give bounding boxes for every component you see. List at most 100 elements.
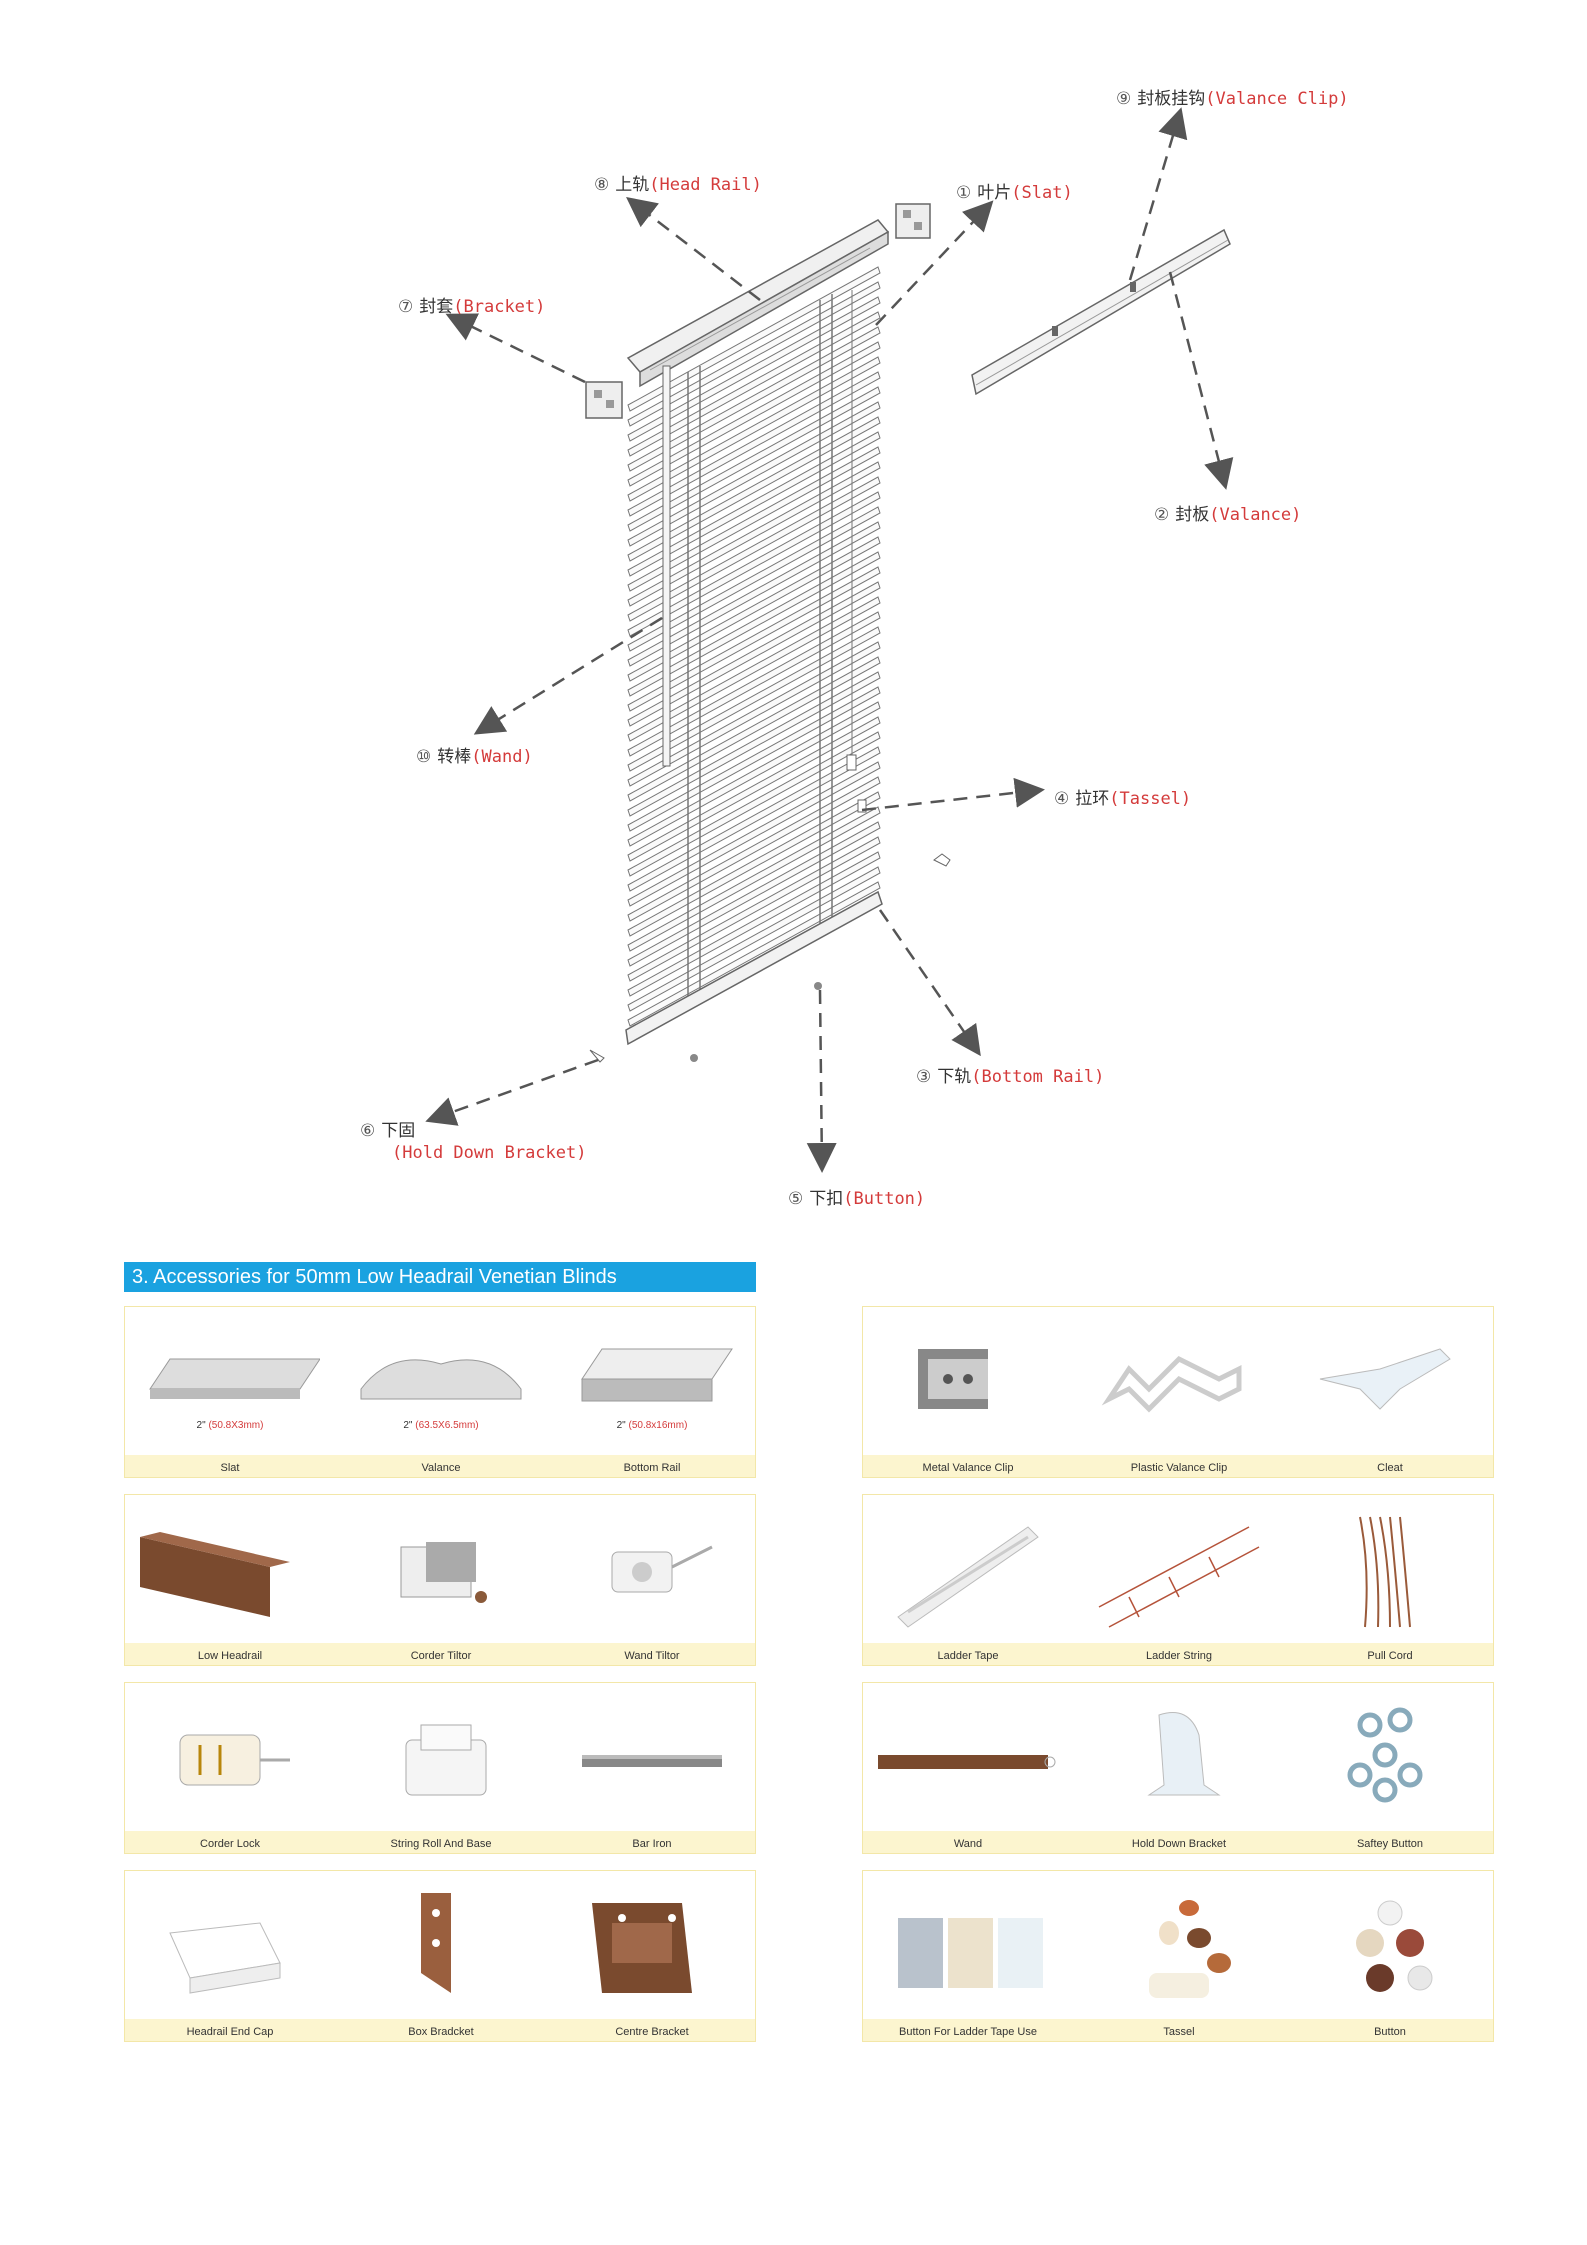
slat-drawing — [627, 356, 881, 502]
label-strip — [125, 1643, 755, 1665]
callout-number: ⑨ — [1116, 89, 1132, 109]
callout-en: Slat — [1021, 183, 1063, 203]
bracket-right-drawing — [895, 203, 931, 239]
accessory-image — [1356, 1900, 1433, 1992]
bottom-rail-drawing — [625, 890, 883, 1046]
accessory-label: Ladder Tape — [937, 1650, 999, 1662]
accessory-label: Wand — [953, 1838, 983, 1850]
callout-cn: 叶片 — [977, 183, 1012, 203]
accessory-item: 2" (63.5X6.5mm) Valance — [336, 1307, 546, 1479]
slat-drawing — [627, 551, 881, 697]
slat-drawing — [627, 446, 881, 592]
slat-drawing — [627, 716, 881, 862]
callout-en: Wand — [481, 747, 523, 767]
callout-arrows — [425, 107, 1234, 1173]
accessory-image — [581, 1348, 733, 1402]
accessory-image — [1098, 1526, 1260, 1628]
accessory-spec: 2" (63.5X6.5mm) — [336, 1420, 546, 1431]
accessory-image — [179, 1734, 290, 1786]
label-strip — [863, 1643, 1493, 1665]
callout-en: Bracket — [463, 297, 536, 317]
ladder-cords-drawing — [687, 294, 833, 1000]
callout-en: Tassel — [1119, 789, 1181, 809]
accessory-label: Corder Lock — [200, 1838, 260, 1850]
slat-drawing — [627, 566, 881, 712]
slat-drawing — [627, 611, 881, 757]
callout-cn: 下轨 — [937, 1067, 972, 1087]
accessory-item: Pull Cord — [1285, 1495, 1495, 1667]
accessory-image — [611, 1545, 713, 1593]
callout-en: Head Rail — [659, 175, 752, 195]
accessory-image — [149, 1358, 320, 1399]
accessory-label: Low Headrail — [197, 1650, 263, 1662]
accessory-label: Valance — [421, 1462, 461, 1474]
accessory-label: Slat — [220, 1462, 240, 1474]
slat-drawing — [627, 791, 881, 937]
slat-drawing — [627, 506, 881, 652]
callout-en: Valance — [1219, 505, 1292, 525]
accessory-item: 2" (50.8x16mm)Bottom Rail — [547, 1307, 757, 1479]
accessory-label: String Roll And Base — [390, 1838, 492, 1850]
callout-number: ⑦ — [398, 297, 414, 317]
accessory-label: Pull Cord — [1367, 1650, 1413, 1662]
slat-drawing — [627, 431, 881, 577]
accessory-label: Bar Iron — [632, 1838, 672, 1850]
spec-dimensions: (63.5X6.5mm) — [415, 1420, 479, 1431]
spec-size: 2" — [196, 1420, 206, 1431]
accessory-item: Tassel — [1074, 1871, 1284, 2043]
slat-drawing — [627, 656, 881, 802]
slat-drawing — [627, 821, 881, 967]
callout-cn: 转棒 — [437, 747, 472, 767]
accessory-item: Low Headrail — [125, 1495, 335, 1667]
callout-en: Valance Clip — [1215, 89, 1339, 109]
accessory-label: Wand Tiltor — [624, 1650, 680, 1662]
slat-drawing — [627, 401, 881, 547]
label-strip — [125, 1455, 755, 1477]
callout-cn: 上轨 — [615, 175, 650, 195]
slat-drawing — [627, 311, 881, 457]
callout-cn: 封板挂钩 — [1137, 89, 1206, 109]
accessory-item: Button For Ladder Tape Use — [863, 1871, 1073, 2043]
slat-drawing — [627, 686, 881, 832]
accessory-label: Button For Ladder Tape Use — [899, 2026, 1037, 2038]
accessory-item: Saftey Button — [1285, 1683, 1495, 1855]
valance-drawing — [971, 228, 1231, 396]
accessory-label: Saftey Button — [1356, 1838, 1424, 1850]
accessory-label: Box Bradcket — [408, 2026, 474, 2038]
accessory-image — [897, 1526, 1039, 1628]
slat-drawing — [627, 521, 881, 667]
accessory-label: Headrail End Cap — [186, 2026, 274, 2038]
accessory-image — [140, 1532, 290, 1617]
label-strip — [863, 1831, 1493, 1853]
accessory-image — [360, 1359, 522, 1400]
accessory-item: Wand Tiltor — [547, 1495, 757, 1667]
spec-size: 2" — [616, 1420, 626, 1431]
slat-drawing — [627, 671, 881, 817]
slat-drawing — [627, 266, 881, 412]
label-strip — [863, 1455, 1493, 1477]
accessory-item: Cleat — [1285, 1307, 1495, 1479]
head-rail-drawing — [626, 219, 890, 388]
accessory-label: Button — [1374, 2026, 1406, 2038]
callout-number: ③ — [916, 1067, 932, 1087]
tassel-drawing — [846, 290, 867, 813]
callout-en: Bottom Rail — [981, 1067, 1095, 1087]
accessory-item: Centre Bracket — [547, 1871, 757, 2043]
callout-number: ④ — [1054, 789, 1070, 809]
slat-drawing — [627, 851, 881, 997]
slat-drawing — [627, 761, 881, 907]
slat-drawing — [627, 491, 881, 637]
accessory-label: Cleat — [1377, 1462, 1403, 1474]
callout-number: ⑥ — [360, 1121, 376, 1141]
blind-exploded-diagram — [425, 107, 1234, 1173]
slat-drawing — [627, 341, 881, 487]
accessory-item: Corder Lock — [125, 1683, 335, 1855]
